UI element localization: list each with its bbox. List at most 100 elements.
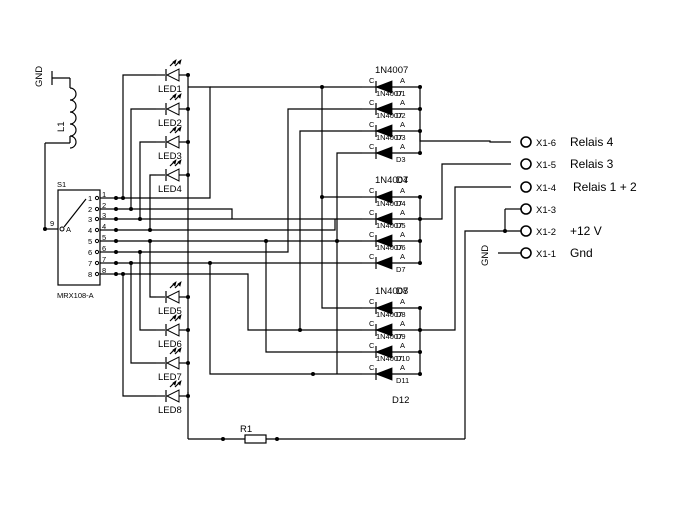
connector-pin-label: X1-2 <box>536 227 556 238</box>
net-d3 <box>299 130 362 330</box>
switch-pin-contact <box>94 206 100 212</box>
diode-group-1-label: 1N4007 <box>375 65 408 76</box>
switch-pin-outer-8: 8 <box>102 266 106 275</box>
led-arrow-head <box>172 59 177 65</box>
led-diode-icon <box>165 68 180 82</box>
led-arrow-head <box>172 314 177 320</box>
diode-name: D3 <box>396 155 406 164</box>
led-diode-icon <box>165 323 180 337</box>
switch-part: MRX108-A <box>57 291 94 300</box>
diode-d12-label: D12 <box>392 395 409 406</box>
rotary-wiper <box>63 198 87 228</box>
diode-icon <box>374 367 393 381</box>
gnd-label-right: GND <box>480 245 491 266</box>
led3-to-pin3 <box>139 141 156 219</box>
led-arrow-head <box>177 380 182 386</box>
diode-name: D10 <box>396 354 410 363</box>
rail-relais12 <box>420 186 511 331</box>
diode-overlap-d8: D8 <box>396 286 408 297</box>
diode-part: 1N4007 <box>376 310 402 319</box>
diode-pin-c: C <box>369 120 375 129</box>
r1-label: R1 <box>240 424 252 435</box>
diode-pin-c: C <box>369 319 375 328</box>
switch-pin-inner-8: 8 <box>88 270 92 279</box>
switch-pin-contact <box>94 216 100 222</box>
led-7: LED7 <box>156 347 188 383</box>
led-2: LED2 <box>156 93 188 129</box>
diode-pin-c: C <box>369 98 375 107</box>
diode-pin-a: A <box>400 230 405 239</box>
terminal-icon <box>520 203 532 215</box>
led-8: LED8 <box>156 380 188 416</box>
switch-pin-outer-1: 1 <box>102 190 106 199</box>
led6-to-pin6 <box>139 252 156 331</box>
diode-pin-a: A <box>400 297 405 306</box>
diode-pin-c: C <box>369 252 375 261</box>
net-d2 <box>116 108 362 253</box>
led-arrow-head <box>177 347 182 353</box>
led-diode-icon <box>165 389 180 403</box>
connector-pin-label: X1-4 <box>536 183 556 194</box>
switch-pin-contact <box>94 238 100 244</box>
diode-pin-a: A <box>400 186 405 195</box>
led8-to-pin8 <box>122 274 156 397</box>
junction <box>43 227 47 231</box>
switch-pin-outer-5: 5 <box>102 233 106 242</box>
led-5: LED5 <box>156 281 188 317</box>
diode-pin-c: C <box>369 208 375 217</box>
led-arrow-head <box>172 347 177 353</box>
diode-name: D4 <box>396 199 406 208</box>
switch-pin-inner-1: 1 <box>88 194 92 203</box>
connector-pin-label: X1-6 <box>536 138 556 149</box>
led-arrow-head <box>172 126 177 132</box>
diode-name: D5 <box>396 221 406 230</box>
led-arrow-head <box>172 159 177 165</box>
switch-body <box>57 189 101 286</box>
diode-pin-a: A <box>400 142 405 151</box>
switch-pin-inner-2: 2 <box>88 205 92 214</box>
led-3: LED3 <box>156 126 188 162</box>
junction <box>186 73 190 77</box>
junction <box>311 372 315 376</box>
diode-name: D6 <box>396 243 406 252</box>
gnd-label-left: GND <box>34 66 45 87</box>
coil-l1: GND L1 <box>34 66 77 229</box>
diode-part: 1N4007 <box>376 354 402 363</box>
led-1: LED1 <box>156 59 188 95</box>
net-d9 <box>321 197 362 309</box>
net-d11 <box>265 241 362 353</box>
junction <box>418 350 422 354</box>
coil-label: L1 <box>56 121 67 132</box>
connector-pin-x1-3: X1-3 <box>520 203 556 216</box>
diode-group-3-label: 1N4007 <box>375 286 408 297</box>
wires <box>116 73 511 398</box>
common-pin-number: 9 <box>50 219 54 228</box>
junction <box>320 85 324 89</box>
diode-pin-a: A <box>400 98 405 107</box>
connector-function-label: +12 V <box>570 224 602 238</box>
switch-pin-contact <box>94 260 100 266</box>
diode-name: D8 <box>396 310 406 319</box>
connector-pin-label: X1-5 <box>536 160 556 171</box>
diode-part: 1N4007 <box>376 199 402 208</box>
junction <box>186 140 190 144</box>
switch-name: S1 <box>57 180 66 189</box>
led-arrow-head <box>172 93 177 99</box>
junction <box>418 306 422 310</box>
net-pin2 <box>116 208 233 219</box>
led-label: LED7 <box>158 372 182 383</box>
resistor-r1: R1 <box>187 392 465 444</box>
diode-name: D11 <box>396 376 409 385</box>
junction <box>503 229 507 233</box>
terminal-icon <box>520 247 532 259</box>
diode-icon <box>374 256 393 270</box>
diode-pin-a: A <box>400 319 405 328</box>
junction <box>208 261 212 265</box>
